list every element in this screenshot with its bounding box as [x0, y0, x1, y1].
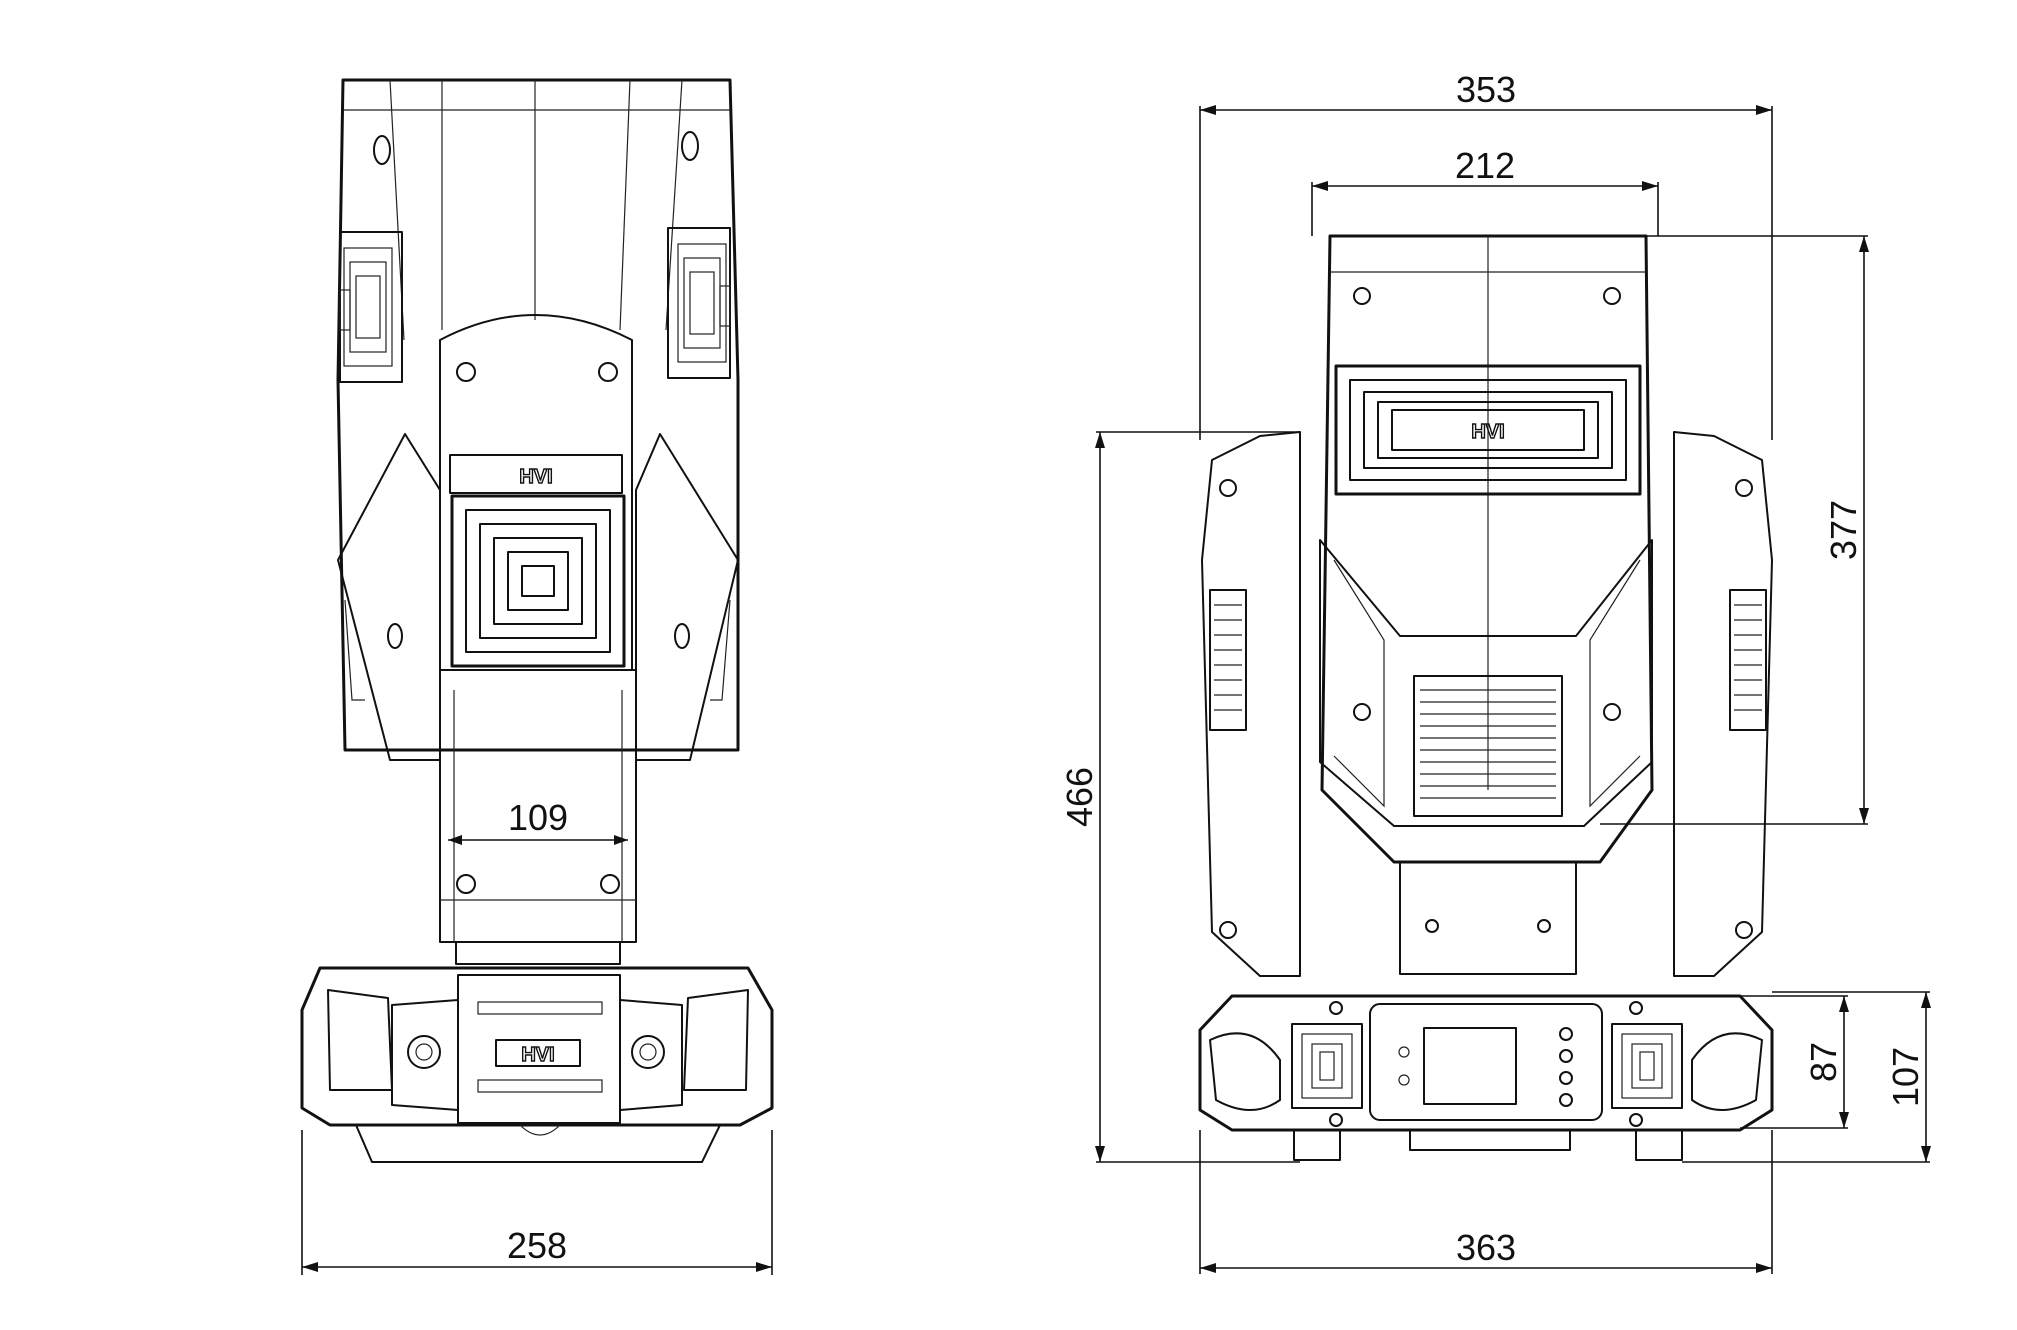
side-head: HVI: [336, 78, 740, 965]
dim-label-107: 107: [1885, 1047, 1926, 1107]
front-base: [1198, 994, 1774, 1161]
dim-label-258: 258: [507, 1225, 567, 1266]
dimension-258: 258: [301, 1130, 773, 1275]
front-yoke: [1201, 431, 1773, 977]
dimension-466: 466: [1059, 431, 1300, 1163]
side-vent-left: [339, 231, 403, 383]
front-head-logo: HVI: [1471, 421, 1504, 443]
dim-label-353: 353: [1456, 69, 1516, 110]
dim-label-377: 377: [1823, 500, 1864, 560]
dimension-363: 363: [1199, 1130, 1773, 1274]
dimension-212: 212: [1311, 145, 1659, 236]
front-head-vent: HVI: [1334, 364, 1642, 496]
dimension-87: 87: [1740, 995, 1849, 1129]
front-base-vent-left: [1291, 1023, 1363, 1109]
side-vent-right: [667, 227, 731, 379]
front-grille: [1413, 675, 1563, 817]
dimension-109: 109: [448, 797, 628, 845]
front-view: HVI: [1059, 69, 1931, 1274]
side-head-logo: HVI: [519, 466, 552, 488]
dim-label-363: 363: [1456, 1227, 1516, 1268]
dim-label-109: 109: [508, 797, 568, 838]
side-lens-square: [450, 494, 626, 668]
side-view: HVI: [300, 78, 774, 1275]
dim-label-87: 87: [1803, 1042, 1844, 1082]
dimension-353: 353: [1199, 69, 1773, 440]
front-head: HVI: [1319, 234, 1654, 864]
dimension-107: 107: [1682, 991, 1931, 1163]
side-base-logo: HVI: [521, 1044, 554, 1066]
side-base: HVI: [300, 966, 774, 1163]
dim-label-212: 212: [1455, 145, 1515, 186]
dim-label-466: 466: [1059, 767, 1100, 827]
dimension-377: 377: [1600, 235, 1869, 825]
front-base-vent-right: [1611, 1023, 1683, 1109]
